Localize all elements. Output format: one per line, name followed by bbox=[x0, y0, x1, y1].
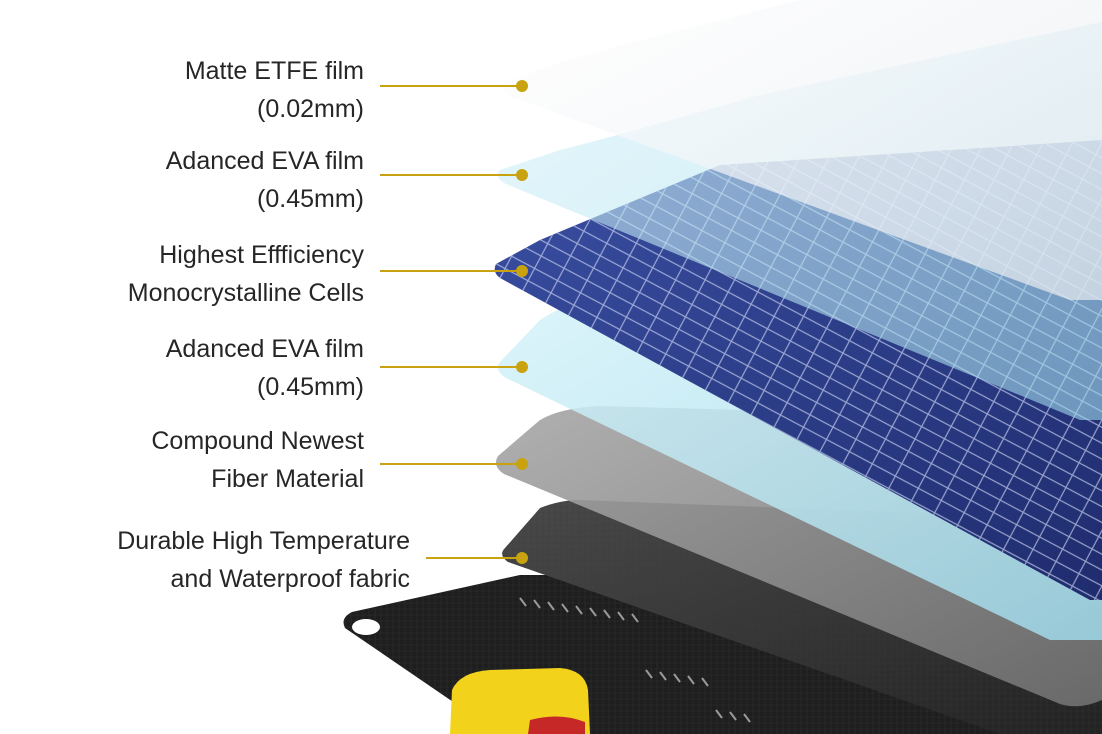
eyelet-icon bbox=[352, 619, 380, 635]
label-etfe-title: Matte ETFE film bbox=[184, 57, 364, 85]
dot-marker-icon bbox=[516, 552, 528, 564]
dot-marker-icon bbox=[516, 361, 528, 373]
label-eva-bottom-thickness: (0.45mm) bbox=[257, 373, 364, 401]
label-eva-film-top: Adanced EVA film (0.45mm) bbox=[166, 142, 364, 218]
label-waterproof-fabric: Durable High Temperature and Waterproof … bbox=[117, 522, 410, 598]
label-fabric-subtitle: and Waterproof fabric bbox=[170, 565, 410, 593]
dot-marker-icon bbox=[516, 265, 528, 277]
label-etfe-film: Matte ETFE film (0.02mm) bbox=[185, 52, 364, 128]
label-mono-cells: Highest Effficiency Monocrystalline Cell… bbox=[128, 236, 364, 312]
dot-marker-icon bbox=[516, 169, 528, 181]
label-etfe-thickness: (0.02mm) bbox=[257, 95, 364, 123]
label-eva-top-thickness: (0.45mm) bbox=[257, 185, 364, 213]
label-eva-bottom-title: Adanced EVA film bbox=[165, 335, 364, 363]
label-eva-top-title: Adanced EVA film bbox=[165, 147, 364, 175]
stitching bbox=[519, 597, 751, 723]
label-cells-title: Highest Effficiency bbox=[159, 241, 364, 269]
label-cells-subtitle: Monocrystalline Cells bbox=[127, 279, 364, 307]
label-fiber-title: Compound Newest bbox=[151, 427, 364, 455]
label-fabric-title: Durable High Temperature bbox=[117, 527, 410, 555]
label-fiber-material: Compound Newest Fiber Material bbox=[151, 422, 364, 498]
label-fiber-subtitle: Fiber Material bbox=[211, 465, 364, 493]
label-eva-film-bottom: Adanced EVA film (0.45mm) bbox=[166, 330, 364, 406]
etfe-layer-sheet bbox=[502, 0, 1102, 300]
leader-lines bbox=[380, 80, 528, 564]
dot-marker-icon bbox=[516, 80, 528, 92]
dot-marker-icon bbox=[516, 458, 528, 470]
